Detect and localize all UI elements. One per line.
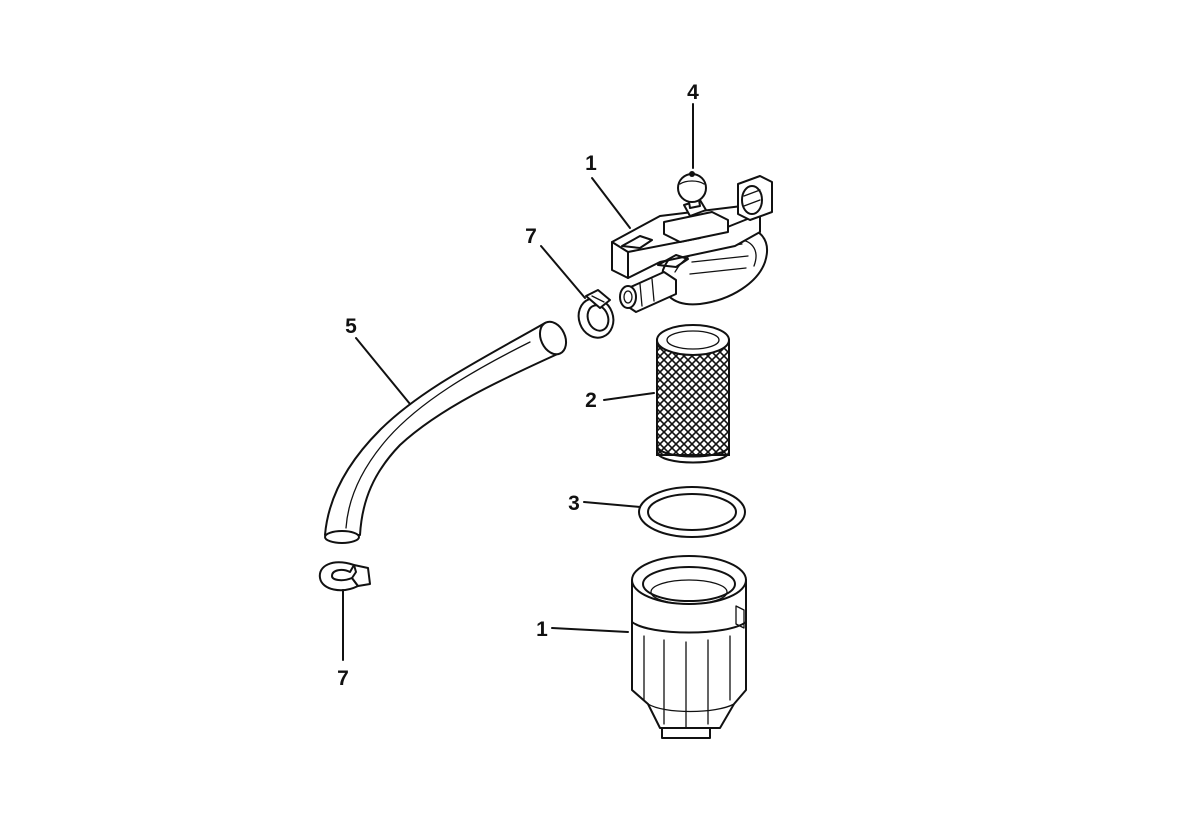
label-7-top: 7 — [525, 225, 537, 248]
leader-lines — [342, 103, 694, 661]
bleed-screw — [677, 171, 707, 217]
hose-clamp-bottom — [318, 561, 371, 592]
filter-bowl — [631, 555, 747, 739]
leader-2 — [603, 392, 655, 401]
hose-clamp-top — [577, 289, 615, 339]
label-3: 3 — [568, 492, 580, 515]
label-7-bottom: 7 — [337, 667, 349, 690]
leader-3 — [583, 501, 641, 508]
label-1-bottom: 1 — [536, 618, 548, 641]
leader-1-top — [591, 177, 631, 229]
label-4: 4 — [687, 81, 699, 104]
filter-screen — [656, 324, 730, 464]
filter-head — [611, 175, 773, 313]
leader-5 — [355, 337, 411, 405]
leader-1-bottom — [551, 627, 629, 633]
callouts: 4 1 7 5 2 3 1 7 — [337, 81, 699, 690]
label-1-top: 1 — [585, 152, 597, 175]
leader-7-top — [540, 245, 586, 299]
label-2: 2 — [585, 389, 597, 412]
o-ring — [638, 486, 746, 538]
fuel-hose — [324, 320, 568, 544]
label-5: 5 — [345, 315, 357, 338]
